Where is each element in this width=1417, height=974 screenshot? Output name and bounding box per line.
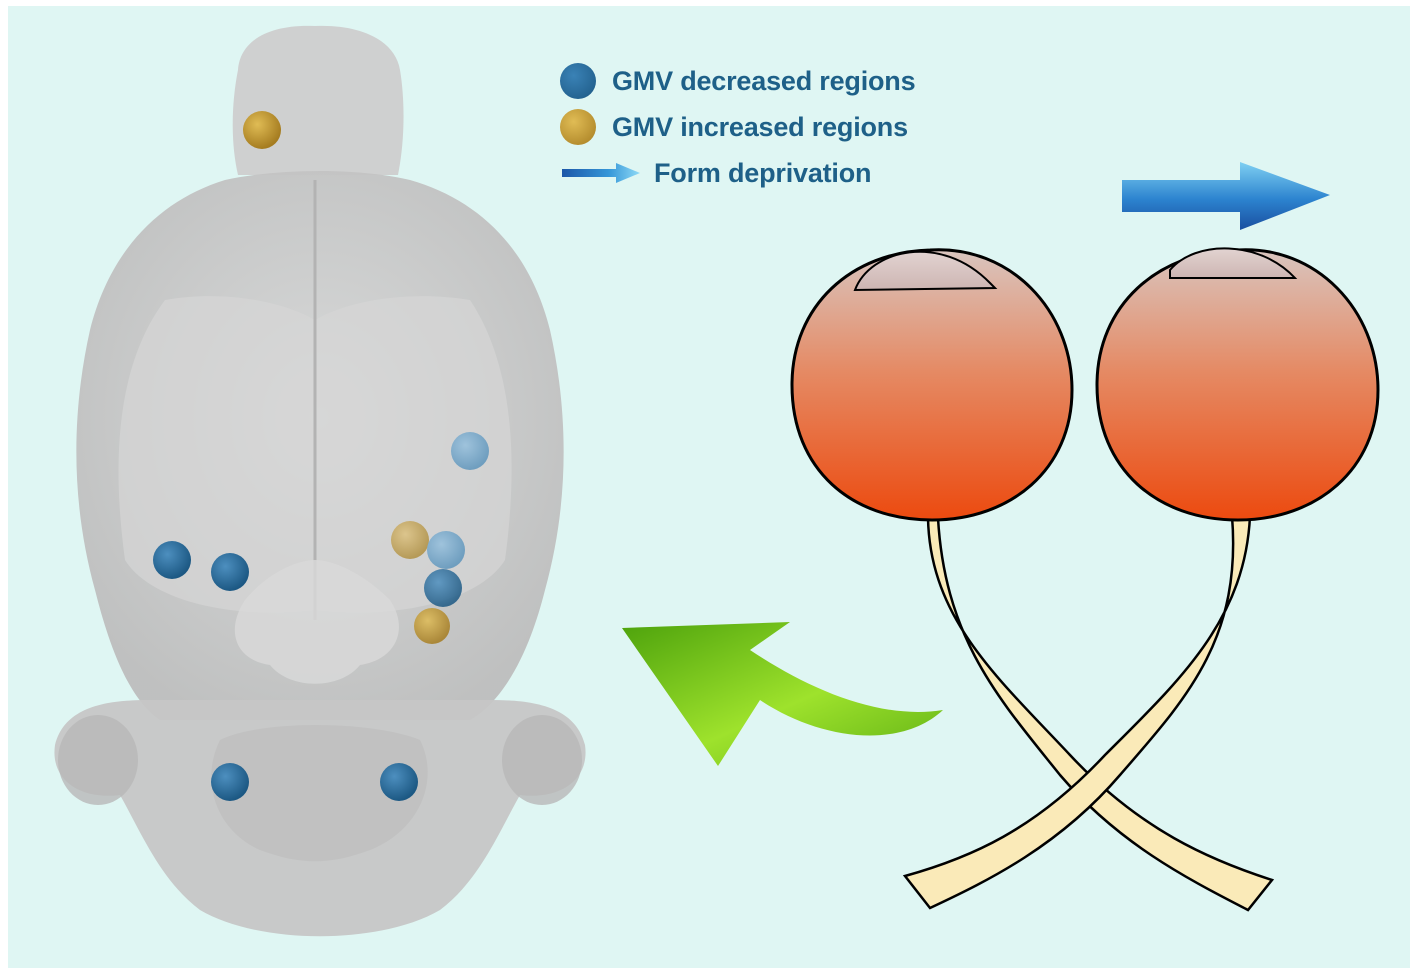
- gmv-decreased-sphere: [153, 541, 191, 579]
- gmv-decreased-sphere: [211, 763, 249, 801]
- gmv-decreased-sphere: [424, 569, 462, 607]
- left-eyeball: [790, 248, 1074, 522]
- legend-label: Form deprivation: [654, 157, 872, 188]
- legend-item-increased: GMV increased regions: [560, 104, 915, 150]
- blue-arrow-icon: [562, 163, 640, 183]
- gmv-decreased-sphere: [451, 432, 489, 470]
- legend-item-form-deprivation: Form deprivation: [560, 150, 915, 196]
- blue-dot-icon: [560, 63, 596, 99]
- gmv-decreased-sphere: [211, 553, 249, 591]
- right-eyeball: [1095, 247, 1380, 522]
- gmv-decreased-sphere: [380, 763, 418, 801]
- legend: GMV decreased regions GMV increased regi…: [560, 58, 916, 196]
- rat-brain: [54, 25, 586, 937]
- gmv-increased-sphere: [391, 521, 429, 559]
- gold-dot-icon: [560, 109, 596, 145]
- optic-nerves: [902, 514, 1275, 912]
- green-curved-arrow: [622, 622, 943, 766]
- gmv-increased-sphere: [243, 111, 281, 149]
- legend-item-decreased: GMV decreased regions: [560, 58, 916, 104]
- legend-label: GMV increased regions: [612, 111, 908, 142]
- gmv-decreased-sphere: [427, 531, 465, 569]
- form-deprivation-arrow: [1122, 162, 1330, 230]
- legend-label: GMV decreased regions: [612, 65, 916, 96]
- gmv-increased-sphere: [414, 608, 450, 644]
